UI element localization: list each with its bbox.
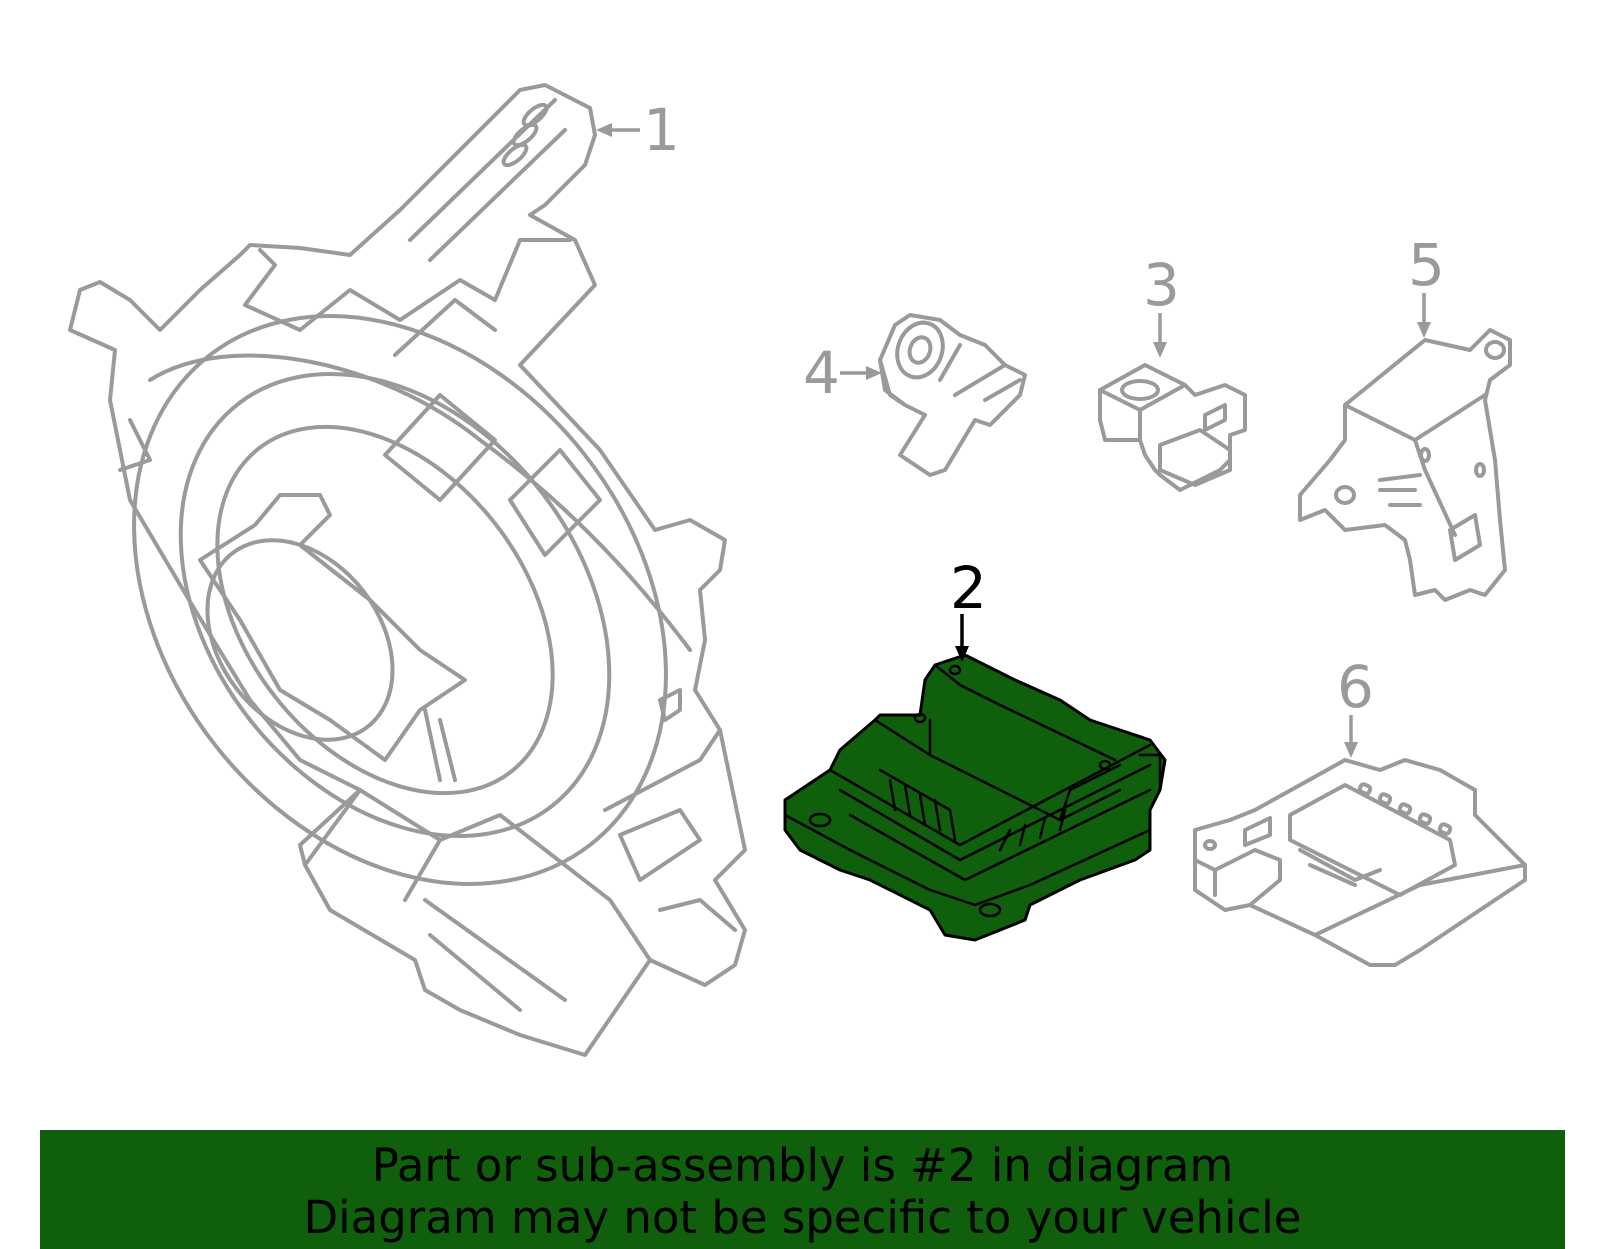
- callout-5: 5: [1408, 231, 1445, 338]
- part-4-impact-sensor[interactable]: [878, 313, 1027, 477]
- notice-banner: Part or sub-assembly is #2 in diagram Di…: [40, 1130, 1565, 1249]
- callout-2: 2: [950, 554, 987, 662]
- callout-5-label: 5: [1408, 231, 1445, 299]
- banner-line-2: Diagram may not be specific to your vehi…: [303, 1191, 1302, 1244]
- callout-1: 1: [596, 96, 680, 164]
- part-2-airbag-control-module[interactable]: [783, 653, 1167, 942]
- part-1-clock-spring[interactable]: [24, 83, 776, 1057]
- callout-1-label: 1: [643, 96, 680, 164]
- callout-4: 4: [803, 339, 882, 407]
- part-6-control-module[interactable]: [1193, 758, 1527, 967]
- callout-6-label: 6: [1337, 653, 1374, 721]
- callout-4-label: 4: [803, 339, 840, 407]
- part-5-impact-sensor[interactable]: [1298, 328, 1512, 602]
- banner-line-1: Part or sub-assembly is #2 in diagram: [371, 1139, 1234, 1192]
- callout-3: 3: [1143, 251, 1180, 358]
- callout-2-label: 2: [950, 554, 987, 622]
- part-3-impact-sensor[interactable]: [1098, 363, 1247, 492]
- parts-diagram: 1 2 3 4 5 6: [24, 83, 1527, 1057]
- callout-6: 6: [1337, 653, 1374, 758]
- callout-3-label: 3: [1143, 251, 1180, 319]
